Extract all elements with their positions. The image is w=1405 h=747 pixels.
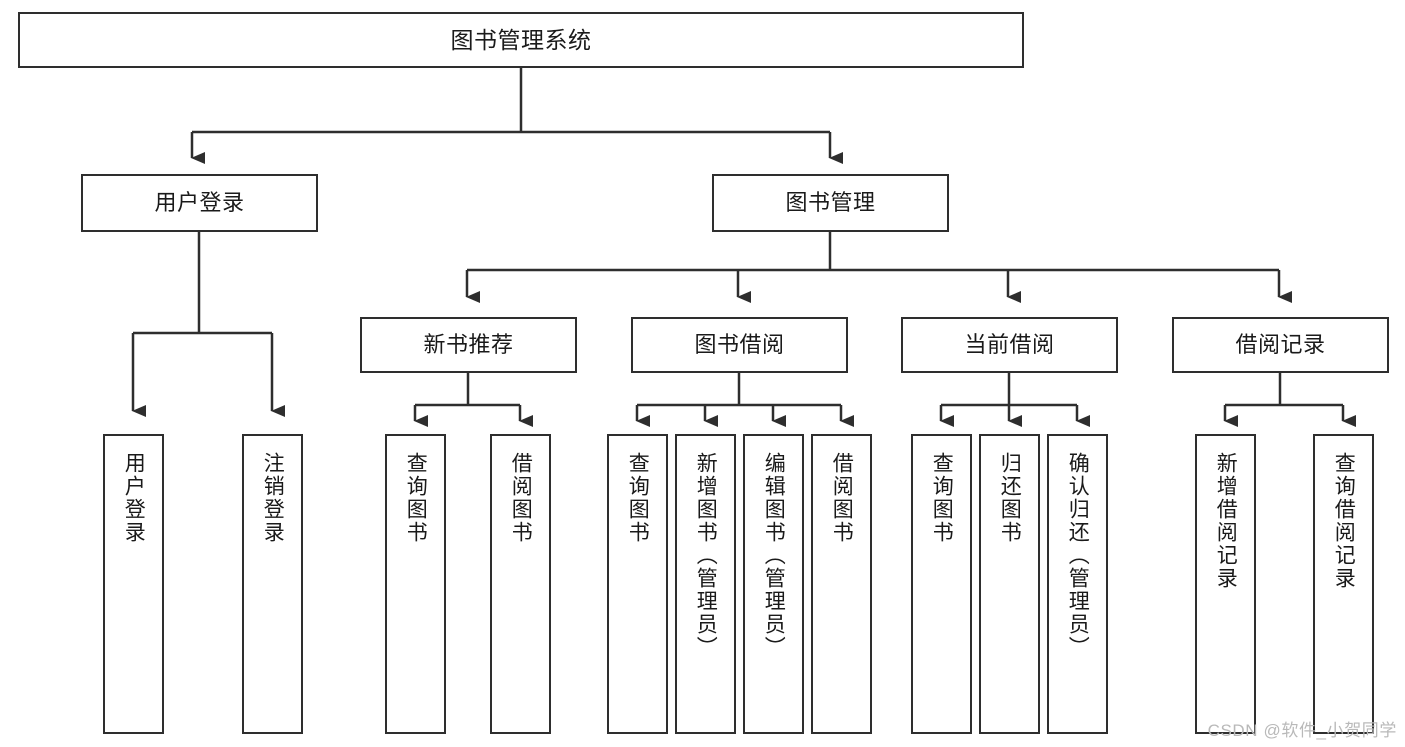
node-label: 归还图书 [998,452,1022,544]
node-label: 图书借阅 [694,332,785,358]
leaf-user-login-logout[interactable]: 注销登录 [242,434,303,734]
leaf-current-borrow-query-book[interactable]: 查询图书 [911,434,972,734]
leaf-user-login-login[interactable]: 用户登录 [103,434,164,734]
node-label: 查询图书 [930,452,954,544]
node-label: 借阅图书 [509,452,533,544]
leaf-new-book-query-book[interactable]: 查询图书 [385,434,446,734]
node-book-management[interactable]: 图书管理 [712,174,949,232]
node-label: 图书管理系统 [450,26,592,53]
leaf-book-borrow-query-book[interactable]: 查询图书 [607,434,668,734]
node-label: 当前借阅 [964,332,1055,358]
node-label: 新增借阅记录 [1214,452,1238,590]
node-label: 借阅记录 [1235,332,1326,358]
node-label: 新书推荐 [423,332,514,358]
node-label: 编辑图书（管理员） [762,452,786,659]
csdn-watermark: CSDN @软件_小贺同学 [1207,721,1397,740]
leaf-book-borrow-edit-book-admin[interactable]: 编辑图书（管理员） [743,434,804,734]
node-label: 新增图书（管理员） [694,452,718,659]
leaf-book-borrow-add-book-admin[interactable]: 新增图书（管理员） [675,434,736,734]
leaf-borrow-record-query-record[interactable]: 查询借阅记录 [1313,434,1374,734]
node-user-login[interactable]: 用户登录 [81,174,318,232]
node-label: 图书管理 [785,190,876,216]
node-new-book-recommend[interactable]: 新书推荐 [360,317,577,373]
node-label: 注销登录 [261,452,285,544]
node-label: 用户登录 [122,452,146,544]
leaf-current-borrow-confirm-return-admin[interactable]: 确认归还（管理员） [1047,434,1108,734]
node-book-borrow[interactable]: 图书借阅 [631,317,848,373]
node-label: 借阅图书 [830,452,854,544]
leaf-new-book-borrow-book[interactable]: 借阅图书 [490,434,551,734]
leaf-borrow-record-add-record[interactable]: 新增借阅记录 [1195,434,1256,734]
node-current-borrow[interactable]: 当前借阅 [901,317,1118,373]
node-borrow-record[interactable]: 借阅记录 [1172,317,1389,373]
leaf-current-borrow-return-book[interactable]: 归还图书 [979,434,1040,734]
node-label: 确认归还（管理员） [1066,452,1090,659]
node-label: 查询图书 [626,452,650,544]
leaf-book-borrow-borrow-book[interactable]: 借阅图书 [811,434,872,734]
node-label: 用户登录 [154,190,245,216]
node-label: 查询图书 [404,452,428,544]
node-root-book-management-system[interactable]: 图书管理系统 [18,12,1024,68]
node-label: 查询借阅记录 [1332,452,1356,590]
